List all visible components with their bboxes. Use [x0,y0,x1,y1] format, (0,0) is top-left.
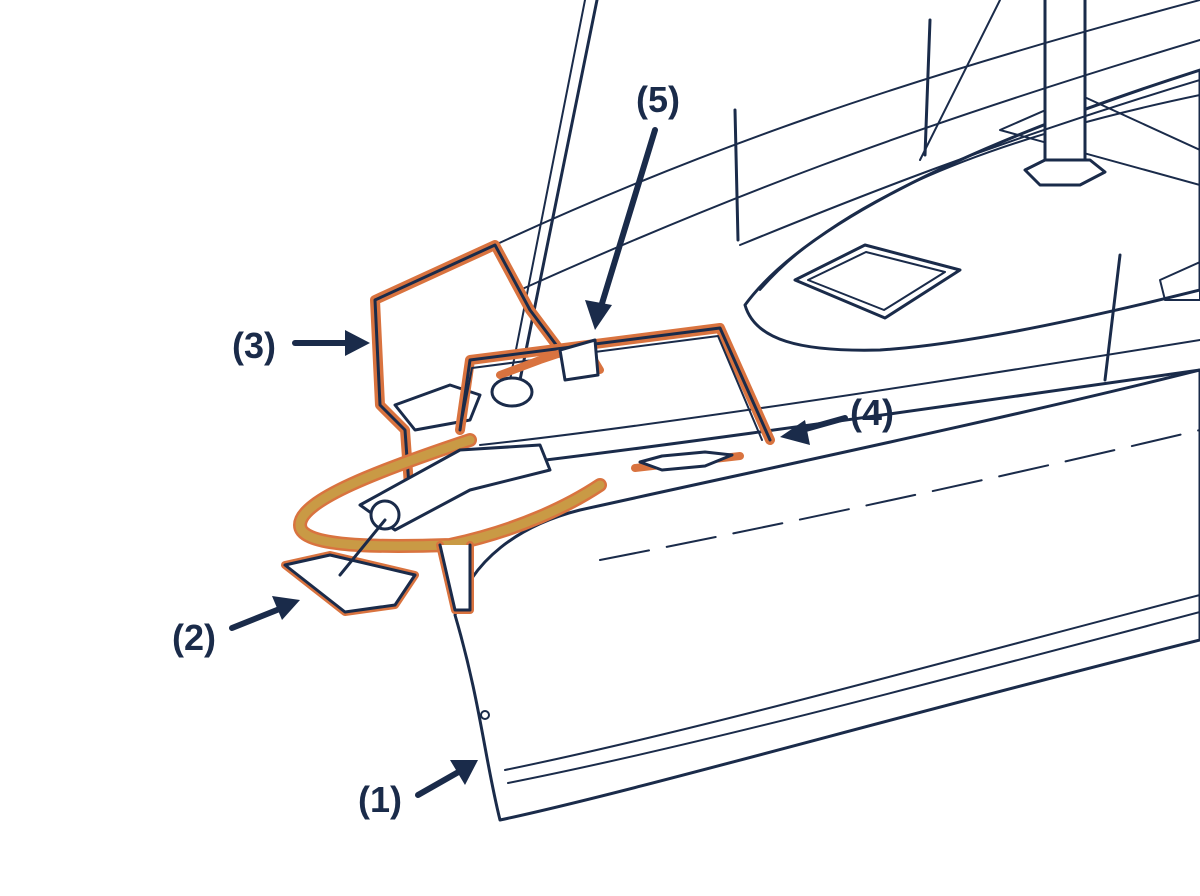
bow-pulpit [373,243,562,502]
anchor-roller-wheel [369,499,401,531]
arrow-5 [597,127,658,313]
anchor [283,553,417,614]
genoa-track [739,79,1200,246]
forward-hatch-inner [807,251,946,311]
shroud [919,0,1001,161]
arrow-1 [415,767,465,798]
boat-illustration [281,0,1200,822]
mooring-cleat [638,450,734,472]
rubbing-strake [295,435,605,551]
stanchion-3 [1103,253,1122,382]
callout-arrows [229,127,848,798]
forestay [518,0,599,382]
stanchion-1 [733,108,740,242]
anchor-roller [358,443,552,532]
arrow-1-head [450,760,478,785]
callout-label-3: (3) [232,325,276,366]
cabin-window [1159,261,1200,301]
callout-label-4: (4) [850,392,894,433]
hull-waterline [504,594,1200,771]
hull-fitting [480,710,490,720]
hull [453,368,1200,822]
callout-label-2: (2) [172,617,216,658]
coachroof-ridge [759,94,1200,291]
arrow-2-head [272,596,300,620]
deck-edge-inner [479,339,1200,446]
lifeline-lower [519,39,1200,291]
forestay-inner [509,0,586,381]
arrow-5-head [585,300,612,330]
arrow-2 [229,605,285,631]
callout-label-5: (5) [636,79,680,120]
lifeline-upper [494,0,1200,246]
hull-waterline-lower [507,611,1200,784]
callout-labels: (1) (2) (3) (4) (5) [172,79,894,820]
hull-dash-line [599,429,1200,561]
arrow-3-head [345,330,370,356]
chainplate [558,338,600,382]
arrow-4-head [780,420,810,445]
stanchion-2 [923,18,932,157]
anchor-shank [338,518,387,577]
callout-label-1: (1) [358,779,402,820]
mast-base [1023,158,1107,187]
stem-fitting [438,543,472,612]
furler-drum [490,376,534,408]
forward-hatch [793,243,962,320]
